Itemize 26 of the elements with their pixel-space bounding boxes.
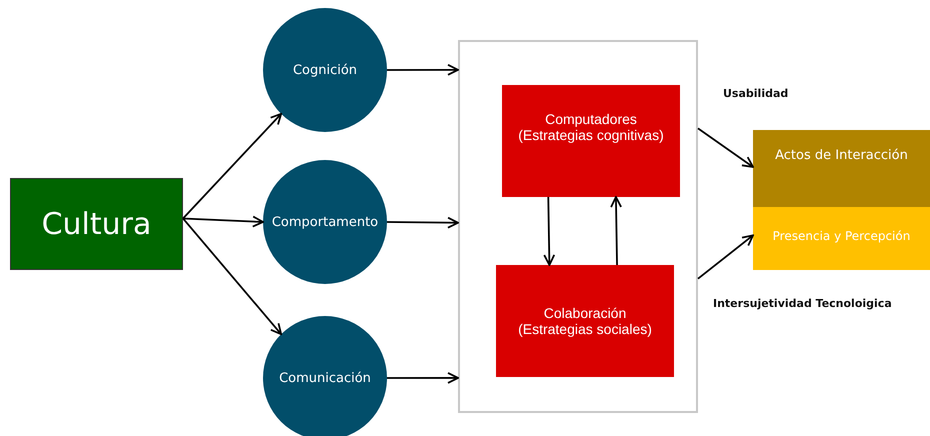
arrow (697, 128, 754, 168)
node-label: Comportamento (272, 214, 378, 230)
process-box (10, 178, 183, 270)
node-label: Computadores (Estrategias cognitivas) (517, 111, 665, 143)
node-label: Colaboración (Estrategias sociales) (517, 305, 653, 337)
node-label: Cognición (292, 62, 358, 78)
edge-label: Intersujetividad Tecnoloigica (712, 297, 893, 310)
arrow (697, 234, 754, 280)
node-label: Comunicación (279, 370, 371, 386)
arrow (543, 196, 556, 266)
process-box (502, 85, 680, 197)
node-label: Presencia y Percepción (772, 229, 910, 243)
arrow (387, 372, 459, 384)
edge-label: Usabilidad (722, 87, 790, 100)
process-box (753, 130, 930, 207)
arrow (387, 64, 459, 76)
arrow (610, 196, 622, 266)
arrow (182, 112, 282, 220)
container-box (458, 40, 698, 413)
process-box (753, 207, 930, 270)
arrow (182, 216, 264, 228)
arrow (387, 216, 459, 229)
process-box (496, 265, 674, 377)
arrow (182, 218, 282, 336)
node-label: Actos de Interacción (775, 148, 908, 163)
node-label: Cultura (42, 206, 152, 242)
